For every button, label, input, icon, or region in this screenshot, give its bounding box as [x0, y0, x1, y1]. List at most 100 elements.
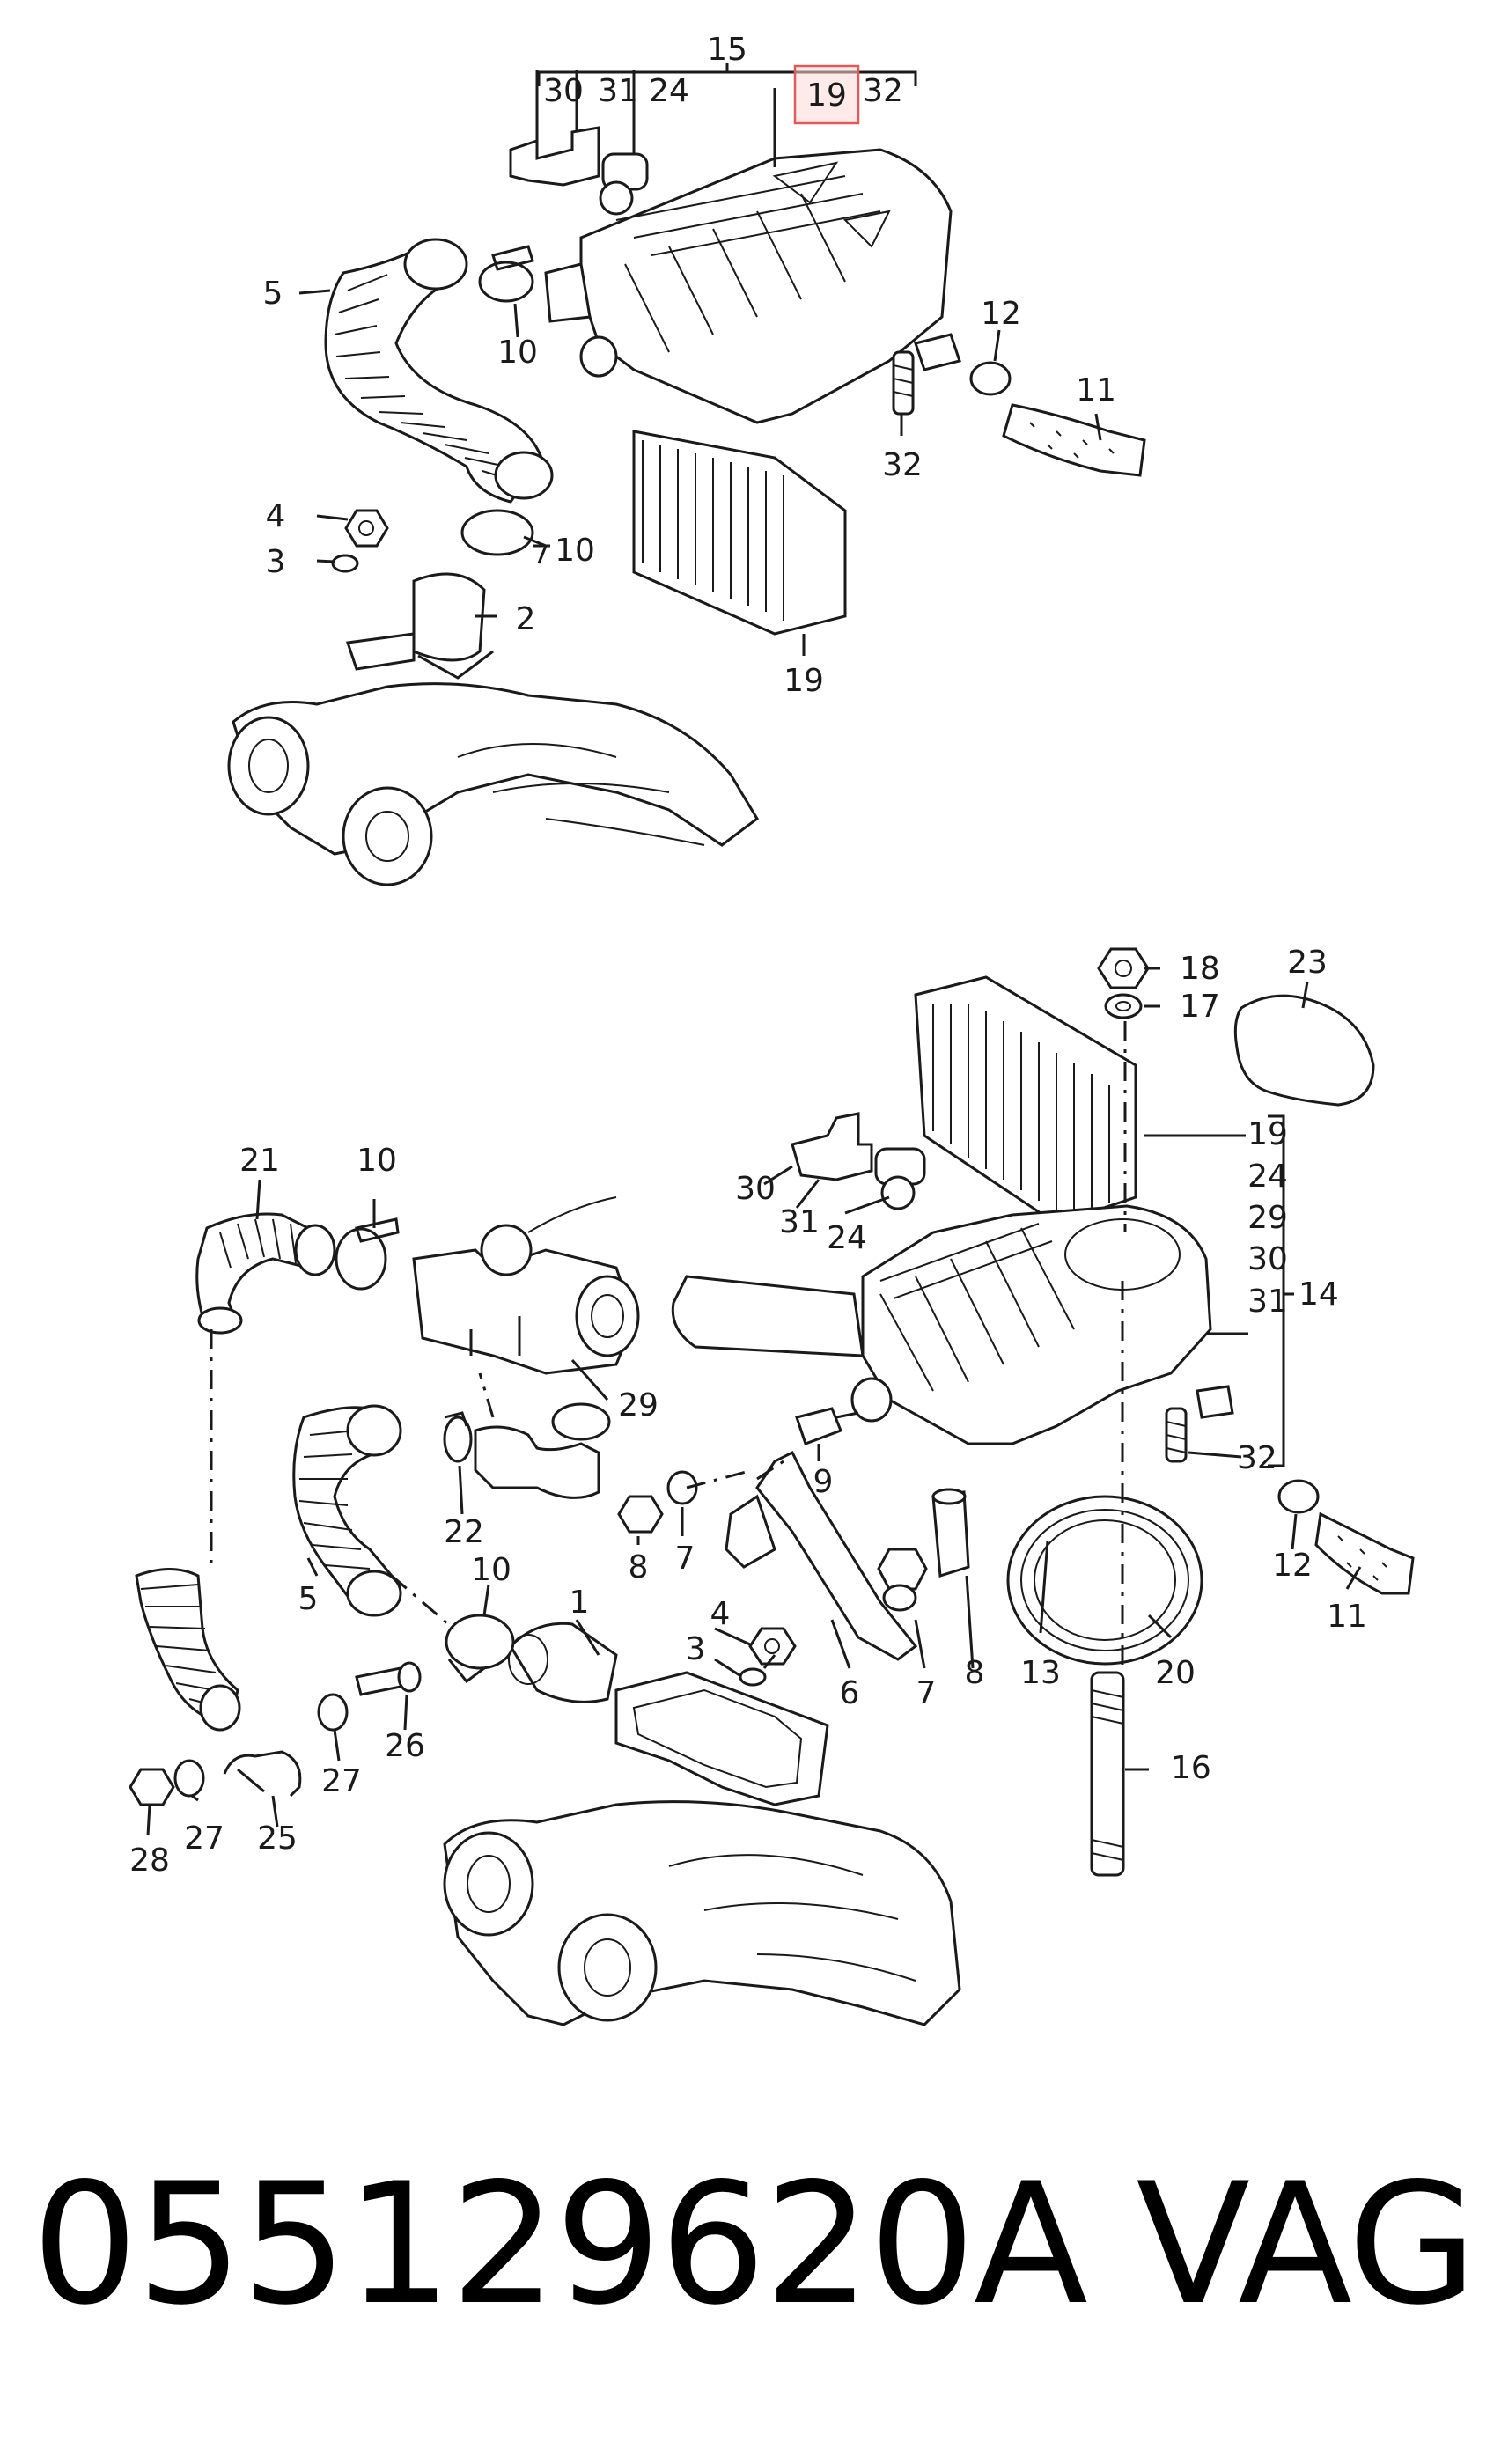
label-7-right: 7 — [916, 1675, 937, 1711]
label-13: 13 — [1020, 1655, 1061, 1691]
seal-ring-13-20 — [1006, 1495, 1203, 1666]
brand-name: VAG — [1136, 2147, 1477, 2342]
sleeve-8 — [931, 1488, 970, 1578]
intake-hose-5-bottom — [292, 1404, 402, 1617]
washer-3-top — [331, 554, 359, 573]
label-30-top: 30 — [543, 73, 584, 109]
label-10-top-upper: 10 — [497, 335, 538, 371]
intake-hose-5-top — [324, 238, 554, 504]
bolt-26 — [355, 1661, 422, 1696]
label-21: 21 — [239, 1143, 280, 1179]
label-3-top: 3 — [266, 544, 286, 580]
part-caption: 055129620A VAG — [32, 2147, 1477, 2342]
label-23: 23 — [1287, 945, 1328, 981]
clamp-12-bottom — [1277, 1479, 1320, 1514]
label-17: 17 — [1180, 989, 1220, 1025]
nut-4-top — [344, 509, 389, 548]
hose-11-top — [1002, 403, 1146, 477]
clamp-10-bottom-upper — [335, 1217, 400, 1291]
label-5-bottom: 5 — [298, 1581, 319, 1617]
label-16: 16 — [1171, 1750, 1211, 1786]
label-4-top: 4 — [266, 498, 286, 534]
label-26: 26 — [385, 1728, 425, 1764]
label-25: 25 — [257, 1820, 298, 1857]
washer-17 — [1104, 993, 1143, 1019]
nut-18 — [1097, 947, 1150, 989]
group-item-19: 19 — [1247, 1116, 1288, 1152]
hose-lower-left — [135, 1568, 241, 1732]
throttle-body-29 — [412, 1196, 640, 1375]
hose-11-bottom — [1314, 1511, 1415, 1595]
label-1: 1 — [570, 1585, 590, 1621]
label-11-bottom: 11 — [1327, 1599, 1367, 1635]
label-12-top: 12 — [981, 296, 1021, 332]
label-24-bottom: 24 — [827, 1220, 867, 1256]
group-item-30: 30 — [1247, 1241, 1288, 1277]
label-11-top: 11 — [1076, 372, 1116, 408]
label-8-right: 8 — [965, 1655, 985, 1691]
gasket-23 — [1233, 994, 1375, 1107]
label-32-top-lower: 32 — [882, 447, 923, 483]
label-5-top: 5 — [263, 276, 283, 312]
label-10-bottom-upper: 10 — [357, 1143, 397, 1179]
clip-25 — [223, 1750, 302, 1798]
dowel-32-top — [892, 350, 915, 416]
label-4-bottom: 4 — [710, 1596, 731, 1632]
leader-lines-bottom — [146, 967, 1362, 1836]
washer-3-bottom — [739, 1667, 767, 1687]
label-10-bottom-lower: 10 — [471, 1552, 511, 1588]
nut-8-right — [877, 1548, 928, 1591]
label-32-top: 32 — [863, 73, 903, 109]
bracket-2 — [346, 572, 494, 680]
stud-16 — [1090, 1671, 1125, 1877]
filter-element-19-bottom — [914, 975, 1137, 1225]
label-32-bottom: 32 — [1237, 1440, 1277, 1476]
label-27-left: 27 — [184, 1820, 224, 1857]
label-18: 18 — [1180, 951, 1220, 987]
nut-4-bottom — [748, 1627, 797, 1666]
label-19-top-lower: 19 — [784, 663, 824, 699]
label-8-left: 8 — [629, 1549, 649, 1585]
callouts-top: 15 30 31 24 19 32 5 10 12 11 32 4 3 10 2… — [263, 32, 1116, 699]
group-item-29: 29 — [1247, 1200, 1288, 1236]
part-number: 055129620A — [32, 2147, 1088, 2342]
clamp-10-bottom-lower — [445, 1614, 515, 1684]
bottom-diagram: 18 17 23 21 10 30 31 24 29 9 22 8 7 5 10… — [129, 945, 1415, 2026]
clamp-10-top-upper — [478, 245, 534, 303]
label-24-top: 24 — [649, 73, 689, 109]
elbow-22 — [443, 1402, 611, 1499]
dowel-32-bottom — [1165, 1407, 1188, 1463]
group-item-31: 31 — [1247, 1283, 1288, 1320]
clamp-12-top — [969, 361, 1012, 396]
connector-9 — [795, 1407, 859, 1445]
air-filter-housing-top — [544, 148, 961, 424]
label-31-bottom: 31 — [779, 1204, 820, 1240]
label-30-bottom: 30 — [735, 1171, 776, 1207]
nut-28 — [129, 1768, 175, 1806]
callouts-bottom: 18 17 23 21 10 30 31 24 29 9 22 8 7 5 10… — [129, 945, 1367, 1879]
hose-21 — [195, 1212, 336, 1335]
exhaust-manifold-bottom — [443, 1800, 961, 2026]
label-28: 28 — [129, 1842, 170, 1879]
label-10-top-lower: 10 — [555, 533, 595, 569]
air-filter-housing-bottom — [671, 1204, 1234, 1445]
bracket-6 — [725, 1450, 918, 1661]
group-item-24: 24 — [1247, 1158, 1288, 1195]
filter-element-19-top — [632, 430, 847, 636]
label-27-right: 27 — [321, 1763, 362, 1799]
label-15: 15 — [707, 32, 747, 68]
label-6: 6 — [840, 1675, 860, 1711]
nut-8-left — [617, 1495, 664, 1534]
label-19-highlighted: 19 — [806, 77, 847, 114]
label-29-throttle: 29 — [618, 1387, 659, 1423]
top-diagram: 15 30 31 24 19 32 5 10 12 11 32 4 3 10 2… — [227, 32, 1146, 886]
leader-lines-top — [298, 63, 1102, 656]
label-14: 14 — [1299, 1276, 1339, 1313]
washer-7-right — [882, 1584, 917, 1612]
label-12-bottom: 12 — [1272, 1548, 1313, 1584]
exhaust-manifold-top — [227, 682, 759, 886]
label-9: 9 — [813, 1464, 834, 1500]
label-7-left: 7 — [675, 1541, 695, 1577]
washer-27-right — [317, 1693, 349, 1732]
label-2-top: 2 — [516, 601, 536, 637]
